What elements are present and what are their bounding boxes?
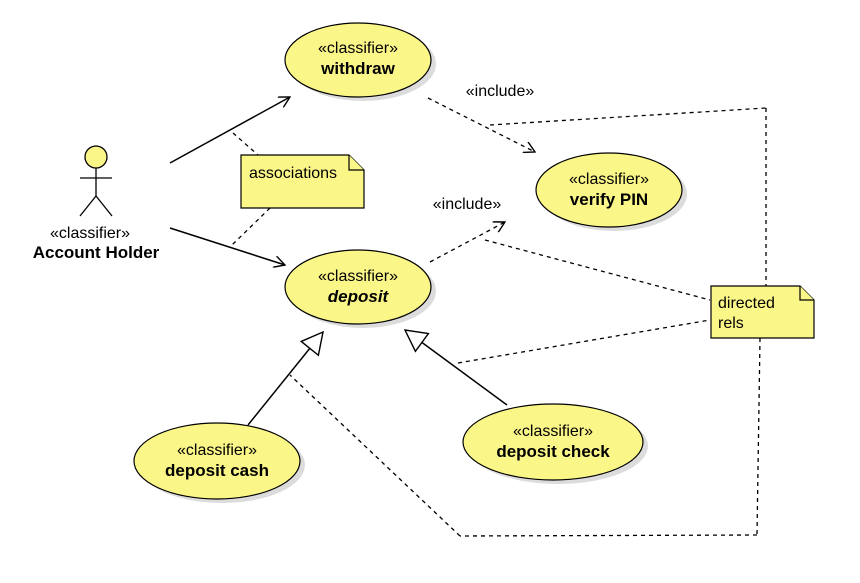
use-case-deposit-cash[interactable]: «classifier» deposit cash: [133, 422, 305, 503]
generalization-deposit-cash[interactable]: [247, 332, 323, 426]
note-directed-rels[interactable]: directed rels: [710, 285, 815, 339]
include-label-withdraw: «include»: [466, 83, 535, 100]
deposit-stereotype: «classifier»: [318, 268, 398, 285]
actor-account-holder[interactable]: «classifier» Account Holder: [33, 145, 160, 262]
generalization-deposit-check[interactable]: [405, 330, 508, 406]
verify-pin-stereotype: «classifier»: [569, 171, 649, 188]
use-case-verify-pin[interactable]: «classifier» verify PIN: [535, 152, 687, 231]
use-case-deposit[interactable]: «classifier» deposit: [284, 249, 436, 328]
withdraw-label: withdraw: [320, 59, 395, 78]
deposit-cash-stereotype: «classifier»: [177, 442, 257, 459]
note-associations-text: associations: [249, 165, 337, 182]
deposit-check-stereotype: «classifier»: [513, 423, 593, 440]
note-anchor-lines: [231, 107, 767, 537]
note-directed-text-line2: rels: [718, 315, 744, 332]
association-to-withdraw[interactable]: [169, 97, 290, 164]
association-to-deposit[interactable]: [169, 227, 285, 265]
actor-stick-figure-icon: [79, 145, 113, 217]
use-case-withdraw[interactable]: «classifier» withdraw: [284, 22, 436, 101]
note-associations[interactable]: associations: [240, 154, 365, 209]
actor-name: Account Holder: [33, 243, 160, 262]
note-directed-text-line1: directed: [718, 295, 775, 312]
deposit-label: deposit: [328, 287, 390, 306]
actor-stereotype: «classifier»: [50, 225, 130, 242]
include-dependency-withdraw[interactable]: [427, 97, 535, 152]
deposit-cash-label: deposit cash: [165, 461, 269, 480]
verify-pin-label: verify PIN: [570, 190, 648, 209]
deposit-check-label: deposit check: [496, 442, 610, 461]
use-case-deposit-check[interactable]: «classifier» deposit check: [462, 403, 648, 484]
include-dependency-deposit[interactable]: [429, 222, 505, 263]
include-label-deposit: «include»: [433, 196, 502, 213]
withdraw-stereotype: «classifier»: [318, 40, 398, 57]
